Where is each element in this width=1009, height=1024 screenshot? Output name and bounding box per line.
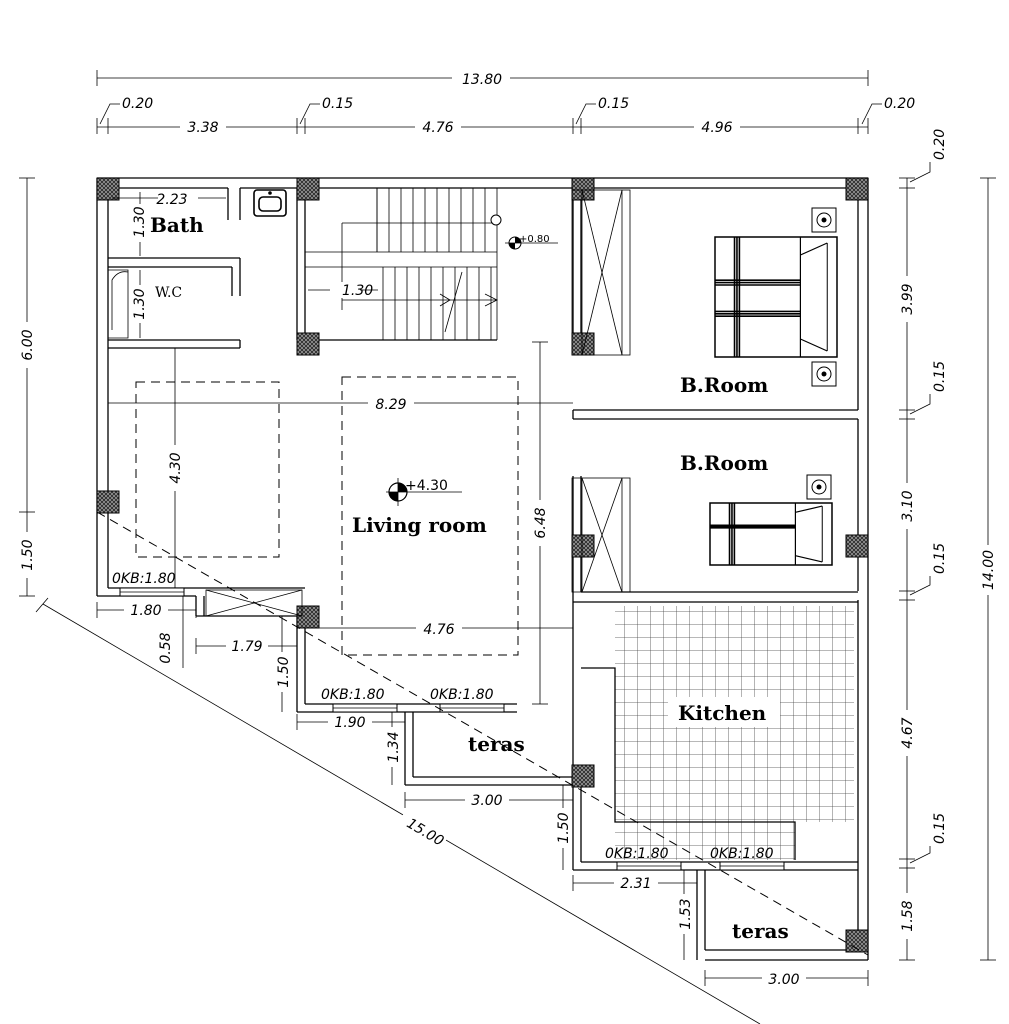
staircase: 1.30 xyxy=(305,187,502,340)
room-living: Living room xyxy=(352,513,487,537)
dim-bath-width: 2.23 xyxy=(156,192,187,208)
level-living: +4.30 xyxy=(405,478,448,494)
lower-left-dimensions: 1.80 0.58 1.79 1.50 0KB:1.80 xyxy=(96,571,303,712)
dim-top-total: 13.80 xyxy=(462,72,502,88)
teras-1: 0KB:1.80 0KB:1.80 1.90 1.34 3.00 teras xyxy=(296,687,573,809)
room-kitchen: Kitchen xyxy=(678,701,767,725)
dim-top-wall-2: 0.15 xyxy=(322,96,353,112)
bath-area: 2.23 1.30 Bath xyxy=(112,189,287,256)
dim-top-seg-2: 4.76 xyxy=(422,120,453,136)
dim-left-lower: 1.50 xyxy=(20,539,36,570)
dim-right-wall-4: 0.15 xyxy=(932,813,948,844)
dim-top-seg-3: 4.96 xyxy=(701,120,732,136)
room-bedroom-1: B.Room xyxy=(680,373,768,397)
teras-2: 1.50 0KB:1.80 0KB:1.80 2.31 1.53 3.00 te… xyxy=(554,785,869,988)
dim-step-2-w: 1.79 xyxy=(231,639,262,655)
window-label-2: 0KB:1.80 xyxy=(321,687,385,703)
dim-right-wall-3: 0.15 xyxy=(932,543,948,574)
dim-left-upper: 6.00 xyxy=(20,329,36,360)
dim-stair-width: 1.30 xyxy=(342,283,373,299)
dim-kitchen-step-h: 1.50 xyxy=(556,812,572,843)
dim-living-height: 6.48 xyxy=(533,507,549,538)
dim-step-1-h: 0.58 xyxy=(158,632,174,663)
dim-living-span: 8.29 xyxy=(375,397,406,413)
level-stair: +0.80 xyxy=(519,234,550,245)
dim-wc-depth: 1.30 xyxy=(132,288,148,319)
bedroom-2: B.Room xyxy=(571,451,833,593)
dim-teras2-depth: 3.00 xyxy=(768,972,799,988)
dim-top-wall-4: 0.20 xyxy=(884,96,915,112)
window-label-1: 0KB:1.80 xyxy=(112,571,176,587)
dim-right-seg-3: 4.67 xyxy=(900,717,916,748)
level-marker-stair: +0.80 xyxy=(505,234,558,250)
window-label-4: 0KB:1.80 xyxy=(605,846,669,862)
bedroom-1: B.Room xyxy=(571,189,838,397)
dim-right-wall-2: 0.15 xyxy=(932,361,948,392)
dim-right-total: 14.00 xyxy=(981,550,997,590)
dim-living-width: 4.76 xyxy=(423,622,454,638)
dim-teras1-h: 1.34 xyxy=(386,731,402,762)
dim-bath-depth: 1.30 xyxy=(132,206,148,237)
dim-teras1-depth: 3.00 xyxy=(471,793,502,809)
dim-living-depth: 4.30 xyxy=(168,452,184,483)
window-label-3: 0KB:1.80 xyxy=(430,687,494,703)
dim-top-wall-3: 0.15 xyxy=(598,96,629,112)
dim-right-wall-top: 0.20 xyxy=(932,129,948,160)
dim-teras2-w: 2.31 xyxy=(620,876,651,892)
dim-top-wall-1: 0.20 xyxy=(122,96,153,112)
room-bedroom-2: B.Room xyxy=(680,451,768,475)
dim-right-seg-2: 3.10 xyxy=(900,490,916,521)
columns xyxy=(96,177,869,953)
room-bath: Bath xyxy=(150,213,204,237)
room-wc: W.C xyxy=(155,285,182,301)
top-dimensions: 13.80 3.38 4.76 4.96 0.20 0.15 0.15 0.20 xyxy=(96,70,915,136)
kitchen: Kitchen xyxy=(581,606,854,860)
dim-teras1-w: 1.90 xyxy=(334,715,365,731)
dim-teras2-h: 1.53 xyxy=(678,898,694,929)
left-dimensions: 6.00 1.50 xyxy=(18,177,36,597)
dim-right-seg-4: 1.58 xyxy=(900,900,916,931)
dim-step-2-h: 1.50 xyxy=(276,656,292,687)
wc-area: 1.30 W.C xyxy=(108,269,182,339)
window-label-5: 0KB:1.80 xyxy=(710,846,774,862)
right-dimensions: 14.00 3.99 3.10 4.67 1.58 0.20 0.15 0.15… xyxy=(898,129,997,961)
dim-top-seg-1: 3.38 xyxy=(187,120,218,136)
room-teras-2: teras xyxy=(732,919,789,943)
dim-step-1-w: 1.80 xyxy=(130,603,161,619)
living-room: 8.29 4.30 6.48 4.76 +4.30 Living room xyxy=(108,341,573,705)
dim-right-seg-1: 3.99 xyxy=(900,283,916,314)
